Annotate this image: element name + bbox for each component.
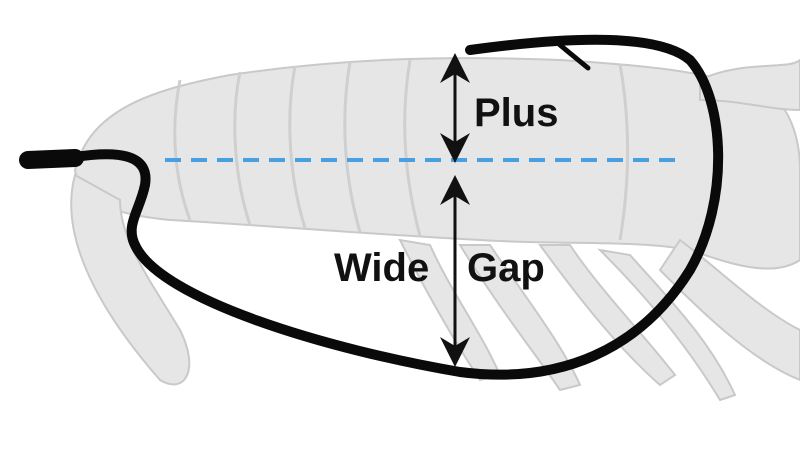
fishing-hook	[19, 34, 724, 380]
body-segments	[173, 59, 629, 241]
gap-label: Gap	[467, 246, 545, 290]
crayfish-body	[70, 57, 800, 402]
wide-label: Wide	[334, 246, 430, 290]
plus-label: Plus	[474, 91, 559, 135]
